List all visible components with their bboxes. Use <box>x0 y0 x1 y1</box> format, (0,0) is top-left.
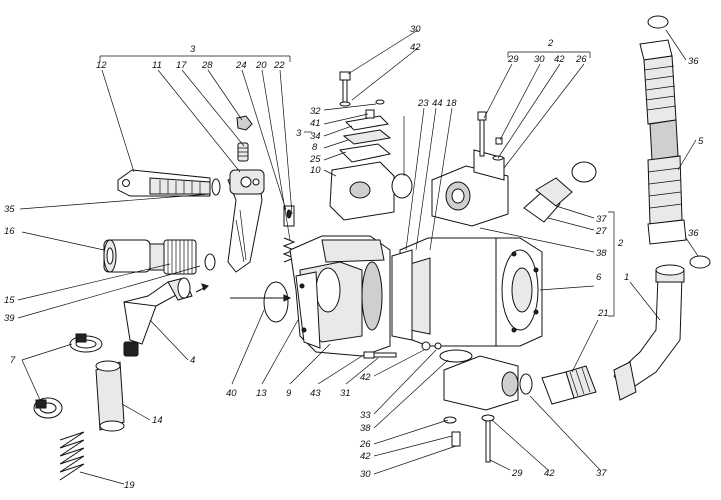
label-38-right: 38 <box>596 248 607 259</box>
label-18: 18 <box>446 98 457 109</box>
label-42-bottom-b: 42 <box>360 451 371 462</box>
hose-clamp-part-7 <box>33 333 103 419</box>
spring-part-19 <box>59 431 85 481</box>
leader-lines <box>17 29 699 485</box>
label-38-bottom: 38 <box>360 423 371 434</box>
bottom-fitting-part-2 <box>421 341 519 463</box>
label-3-top: 3 <box>190 44 196 55</box>
label-3-side: 3 <box>296 128 302 139</box>
label-20: 20 <box>255 60 267 71</box>
label-23: 23 <box>417 98 429 109</box>
label-24: 24 <box>235 60 247 71</box>
label-17: 17 <box>176 60 187 71</box>
label-42-top: 42 <box>410 42 421 53</box>
label-29-top: 29 <box>507 54 519 65</box>
gear-sleeve-part-16 <box>103 239 216 275</box>
label-35: 35 <box>4 204 15 215</box>
label-15: 15 <box>4 295 15 306</box>
rocker-arm-part-11 <box>227 115 265 273</box>
label-40: 40 <box>226 388 237 399</box>
label-42-bottom-c: 42 <box>544 468 555 479</box>
label-2-top: 2 <box>547 38 554 49</box>
label-30-right: 30 <box>534 54 545 65</box>
label-25: 25 <box>309 154 321 165</box>
rear-housing-part-6 <box>391 237 543 347</box>
label-29-bottom: 29 <box>511 468 523 479</box>
adapter-part-21 <box>519 365 597 405</box>
label-1: 1 <box>624 272 629 283</box>
label-9: 9 <box>286 388 292 399</box>
label-30-bottom: 30 <box>360 469 371 480</box>
label-14: 14 <box>152 415 163 426</box>
label-22: 22 <box>273 60 285 71</box>
union-nut-part-27 <box>523 161 597 223</box>
label-8: 8 <box>312 142 318 153</box>
label-27: 27 <box>595 226 607 237</box>
bolt-part-30-top <box>339 71 351 107</box>
label-43: 43 <box>310 388 321 399</box>
label-37-right: 37 <box>596 214 607 225</box>
label-16: 16 <box>4 226 15 237</box>
label-30-top: 30 <box>410 24 421 35</box>
label-34: 34 <box>310 131 321 142</box>
label-13: 13 <box>256 388 267 399</box>
label-32: 32 <box>310 106 321 117</box>
label-6: 6 <box>596 272 602 283</box>
label-2-right: 2 <box>617 238 624 249</box>
label-31: 31 <box>340 388 351 399</box>
label-19: 19 <box>124 480 135 491</box>
hose-part-14 <box>95 360 125 432</box>
label-28: 28 <box>201 60 213 71</box>
bolt-part-43 <box>363 351 397 359</box>
top-fitting-part-2 <box>431 111 509 227</box>
cover-plate-stack <box>329 99 413 221</box>
lever-part-12 <box>117 169 221 197</box>
label-11: 11 <box>152 60 162 71</box>
assembly-arrows <box>195 283 292 302</box>
label-12: 12 <box>96 60 107 71</box>
label-41: 41 <box>310 118 321 129</box>
label-7: 7 <box>10 355 16 366</box>
label-5: 5 <box>698 136 704 147</box>
label-44: 44 <box>432 98 443 109</box>
label-10: 10 <box>310 165 321 176</box>
label-36-top: 36 <box>688 56 699 67</box>
label-4: 4 <box>190 355 195 366</box>
flex-hose-part-5 <box>639 15 711 269</box>
label-26-bottom: 26 <box>359 439 371 450</box>
circlip-part-40 <box>263 281 289 323</box>
part-labels: 3 12 11 17 28 24 20 22 30 42 32 41 3 34 … <box>4 24 704 491</box>
label-37-bottom: 37 <box>596 468 607 479</box>
label-42-bottom-a: 42 <box>360 372 371 383</box>
label-33: 33 <box>360 410 371 421</box>
front-housing-part-9 <box>289 235 391 357</box>
label-42-right: 42 <box>554 54 565 65</box>
label-26-top: 26 <box>575 54 587 65</box>
elbow-pipe-part-1 <box>613 264 685 401</box>
label-39: 39 <box>4 313 15 324</box>
label-36-bottom: 36 <box>688 228 699 239</box>
bent-pipe-part-4 <box>123 277 193 357</box>
label-21: 21 <box>597 308 609 319</box>
